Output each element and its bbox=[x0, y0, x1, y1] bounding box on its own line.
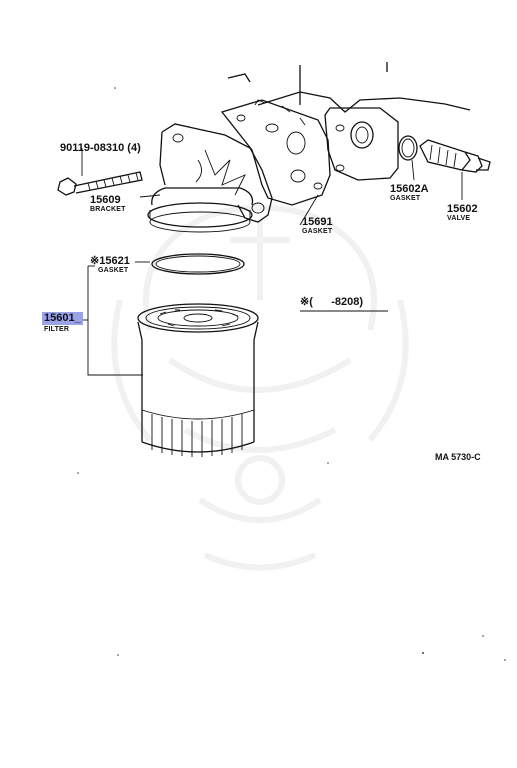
gasket-15691-part-number: 15691 bbox=[302, 216, 333, 228]
leader-lines bbox=[82, 194, 319, 376]
gasket-15621-part-name: GASKET bbox=[98, 267, 129, 274]
scan-specks bbox=[77, 87, 506, 661]
bracket-label: 15609 BRACKET bbox=[90, 194, 126, 214]
bracket-15609-shape bbox=[147, 123, 273, 233]
filter-label[interactable]: 15601_ FILTER bbox=[42, 312, 83, 333]
gasket-15602a-label: 15602A GASKET bbox=[390, 183, 429, 203]
bracket-part-name: BRACKET bbox=[90, 206, 126, 213]
gasket-15691-shape bbox=[220, 99, 331, 206]
gasket-15602a-shape bbox=[398, 135, 418, 181]
oil-filter-shape bbox=[137, 303, 259, 457]
bracket-part-number: 15609 bbox=[90, 194, 121, 206]
gasket-15621-shape bbox=[135, 253, 245, 275]
gasket-15602a-part-name: GASKET bbox=[390, 195, 421, 202]
valve-15602-part-number: 15602 bbox=[447, 203, 478, 215]
gasket-15691-part-name: GASKET bbox=[302, 228, 333, 235]
gasket-15691-label: 15691 GASKET bbox=[302, 216, 333, 236]
gasket-15621-label: ※15621 GASKET bbox=[90, 255, 130, 275]
bolt-label: 90119-08310 (4) bbox=[60, 139, 141, 155]
filter-part-name: FILTER bbox=[44, 326, 70, 333]
valve-15602-part-name: VALVE bbox=[447, 215, 471, 222]
bolt-part-number: 90119-08310 (4) bbox=[60, 142, 141, 154]
bolt-shape bbox=[57, 148, 143, 196]
diagram-code: MA 5730-C bbox=[435, 452, 481, 462]
valve-15602-shape bbox=[419, 139, 491, 200]
engine-block-outline bbox=[227, 62, 471, 181]
applicability-note: ※( -8208) bbox=[300, 296, 364, 308]
gasket-15621-part-number: ※15621 bbox=[90, 255, 130, 267]
filter-part-number[interactable]: 15601_ bbox=[42, 312, 83, 325]
watermark-emblem bbox=[111, 204, 409, 571]
valve-15602-label: 15602 VALVE bbox=[447, 203, 478, 223]
gasket-15602a-part-number: 15602A bbox=[390, 183, 429, 195]
